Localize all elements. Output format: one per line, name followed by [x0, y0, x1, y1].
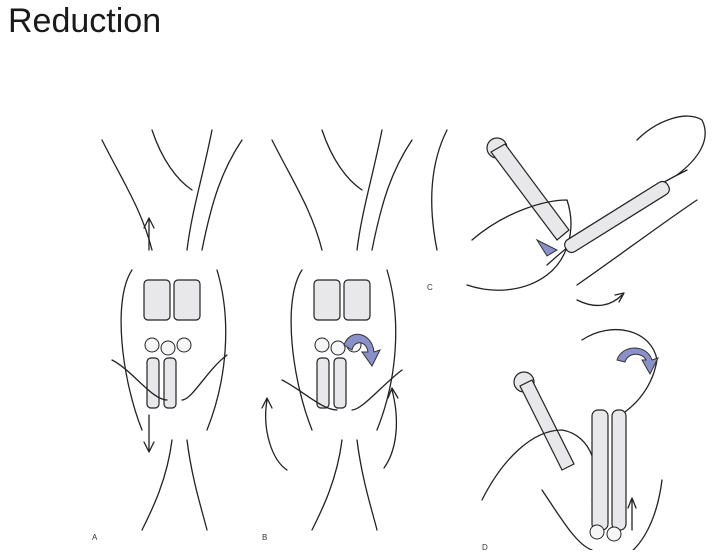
panel-c: C — [427, 115, 706, 307]
panel-a-label: A — [92, 533, 98, 542]
reduction-illustration: A B C — [92, 100, 712, 556]
panel-d-label: D — [482, 543, 488, 550]
slide-title: Reduction — [8, 2, 162, 40]
panel-a: A — [92, 129, 243, 542]
panel-b: B — [261, 129, 413, 542]
panel-d: D — [481, 328, 663, 556]
panel-b-label: B — [262, 533, 267, 542]
panel-c-label: C — [427, 283, 433, 292]
